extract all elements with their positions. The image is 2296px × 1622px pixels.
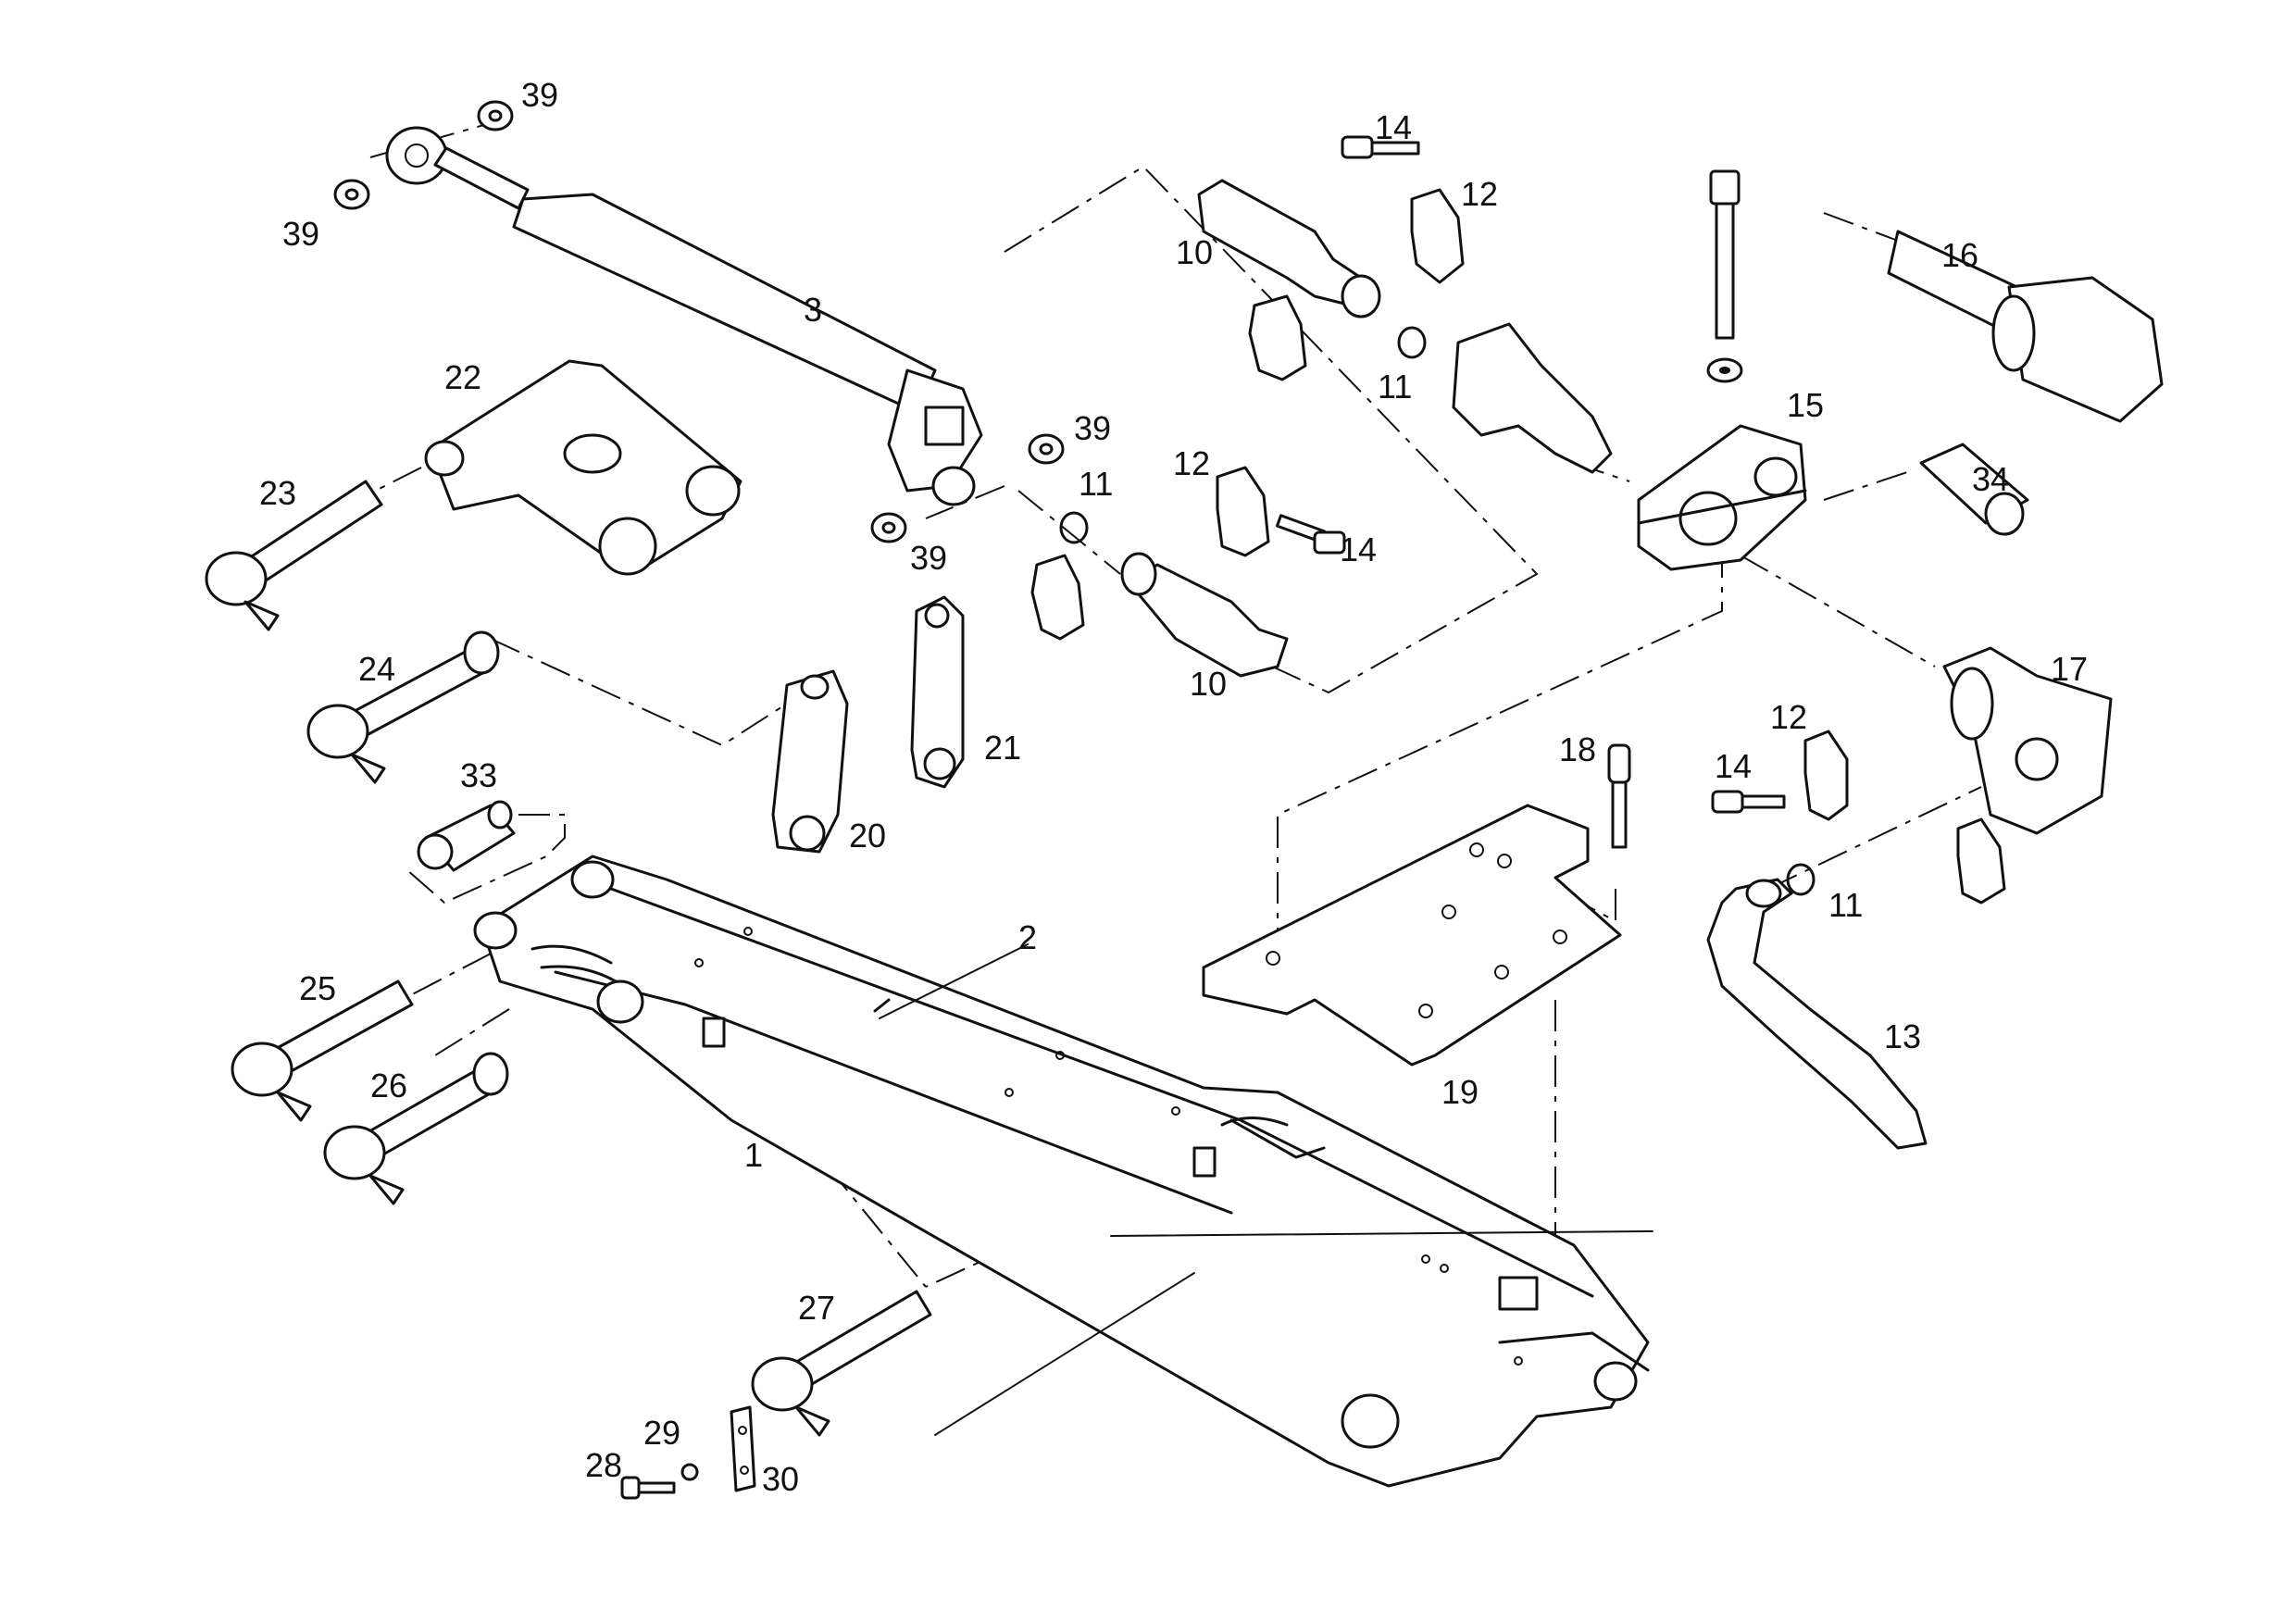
clamp-15 bbox=[1637, 424, 1807, 571]
label-20: 20 bbox=[849, 817, 886, 855]
label-12b: 12 bbox=[1173, 444, 1210, 482]
label-24: 24 bbox=[358, 650, 395, 688]
label-29: 29 bbox=[643, 1414, 680, 1452]
small-fasteners bbox=[620, 1405, 756, 1500]
bracket-22 bbox=[424, 359, 742, 576]
label-23: 23 bbox=[259, 474, 296, 512]
tube-assemblies bbox=[1120, 179, 2164, 835]
label-18: 18 bbox=[1559, 730, 1596, 768]
washers-39 bbox=[333, 100, 1065, 543]
spacer-34 bbox=[1919, 443, 2029, 536]
label-22: 22 bbox=[444, 358, 481, 396]
label-39d: 39 bbox=[910, 539, 947, 577]
label-13: 13 bbox=[1884, 1017, 1921, 1055]
label-12c: 12 bbox=[1770, 698, 1807, 736]
label-39b: 39 bbox=[282, 215, 319, 253]
part-labels: 1 2 3 10 10 11 11 11 12 12 12 13 14 14 1… bbox=[259, 76, 2088, 1498]
label-16: 16 bbox=[1941, 236, 1978, 274]
links bbox=[771, 595, 965, 854]
main-arm bbox=[473, 855, 1650, 1488]
label-14c: 14 bbox=[1715, 747, 1752, 785]
label-11c: 11 bbox=[1828, 886, 1863, 924]
label-39c: 39 bbox=[1074, 409, 1111, 447]
bolt-15 bbox=[1706, 169, 1743, 383]
label-19: 19 bbox=[1441, 1073, 1479, 1111]
pins bbox=[205, 480, 932, 1437]
label-14a: 14 bbox=[1375, 108, 1412, 146]
label-21: 21 bbox=[984, 729, 1021, 767]
label-30: 30 bbox=[762, 1460, 799, 1498]
label-17: 17 bbox=[2051, 650, 2088, 688]
label-15: 15 bbox=[1787, 386, 1824, 424]
label-27: 27 bbox=[798, 1289, 835, 1327]
label-25: 25 bbox=[299, 969, 336, 1007]
label-26: 26 bbox=[370, 1067, 407, 1104]
bolt-18 bbox=[1607, 743, 1631, 849]
label-28: 28 bbox=[585, 1446, 622, 1484]
half-clamps bbox=[1030, 188, 2006, 905]
label-11a: 11 bbox=[1378, 368, 1412, 406]
label-10a: 10 bbox=[1176, 233, 1213, 271]
label-2: 2 bbox=[1018, 918, 1037, 956]
o-rings-11 bbox=[1059, 326, 1816, 896]
label-39a: 39 bbox=[521, 76, 558, 114]
label-33: 33 bbox=[460, 756, 497, 794]
label-34: 34 bbox=[1972, 460, 2009, 498]
leader-lines bbox=[879, 943, 1653, 1436]
label-3: 3 bbox=[804, 291, 822, 329]
hose-13 bbox=[1706, 878, 1928, 1150]
label-11b: 11 bbox=[1079, 465, 1113, 503]
label-12a: 12 bbox=[1461, 175, 1498, 213]
label-10b: 10 bbox=[1190, 665, 1227, 703]
plate-19 bbox=[1202, 804, 1622, 1067]
assembly-dash-lines bbox=[342, 119, 1982, 1305]
label-14b: 14 bbox=[1340, 530, 1377, 568]
bushing-33 bbox=[417, 800, 516, 872]
cap-screws-14 bbox=[1275, 135, 1786, 814]
hydraulic-cylinder bbox=[385, 126, 983, 506]
label-1: 1 bbox=[744, 1136, 763, 1174]
